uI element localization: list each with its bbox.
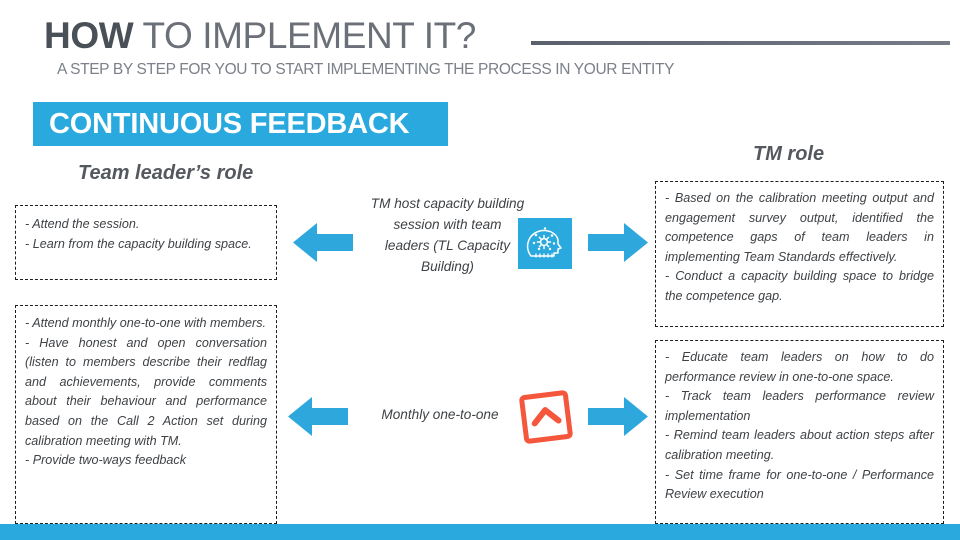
page-title-rest: TO IMPLEMENT IT?: [133, 15, 476, 56]
left-box-capacity-building-text: - Attend the session.- Learn from the ca…: [25, 217, 252, 251]
left-box-capacity-building: - Attend the session.- Learn from the ca…: [15, 205, 277, 280]
left-box-one-to-one-inner: - Attend monthly one-to-one with members…: [25, 314, 267, 471]
right-box-one-to-one-inner: - Educate team leaders on how to do perf…: [665, 348, 934, 505]
right-box-one-to-one: - Educate team leaders on how to do perf…: [655, 340, 944, 524]
section-banner: CONTINUOUS FEEDBACK: [33, 102, 448, 146]
chevron-up-box-icon: [516, 387, 576, 447]
right-box-capacity-building: - Based on the calibration meeting outpu…: [655, 181, 944, 327]
left-box-one-to-one-text: - Attend monthly one-to-one with members…: [25, 316, 267, 468]
slide-header: HOW TO IMPLEMENT IT? A STEP BY STEP FOR …: [0, 0, 960, 92]
section-banner-label: CONTINUOUS FEEDBACK: [49, 108, 410, 140]
right-box-capacity-building-text: - Based on the calibration meeting outpu…: [665, 191, 934, 303]
column-heading-tm: TM role: [753, 143, 825, 165]
column-heading-team-leader: Team leader’s role: [78, 162, 254, 184]
page-title: HOW TO IMPLEMENT IT?: [44, 14, 476, 58]
arrow-left-icon: [293, 222, 353, 263]
center-label-capacity-building: TM host capacity building session with t…: [370, 196, 525, 274]
right-box-capacity-building-inner: - Based on the calibration meeting outpu…: [665, 189, 934, 307]
arrow-right-icon: [588, 396, 648, 437]
page-title-strong: HOW: [44, 15, 134, 56]
left-box-one-to-one: - Attend monthly one-to-one with members…: [15, 305, 277, 524]
center-label-one-to-one: Monthly one-to-one: [381, 407, 499, 422]
title-divider-rule: [531, 41, 950, 45]
bottom-accent-bar: [0, 524, 960, 540]
head-gear-icon: [518, 218, 572, 269]
right-box-one-to-one-text: - Educate team leaders on how to do perf…: [665, 350, 934, 502]
page-subtitle: A STEP BY STEP FOR YOU TO START IMPLEMEN…: [57, 61, 675, 78]
left-box-capacity-building-inner: - Attend the session.- Learn from the ca…: [25, 215, 267, 254]
arrow-left-icon: [288, 396, 348, 437]
arrow-right-icon: [588, 222, 648, 263]
